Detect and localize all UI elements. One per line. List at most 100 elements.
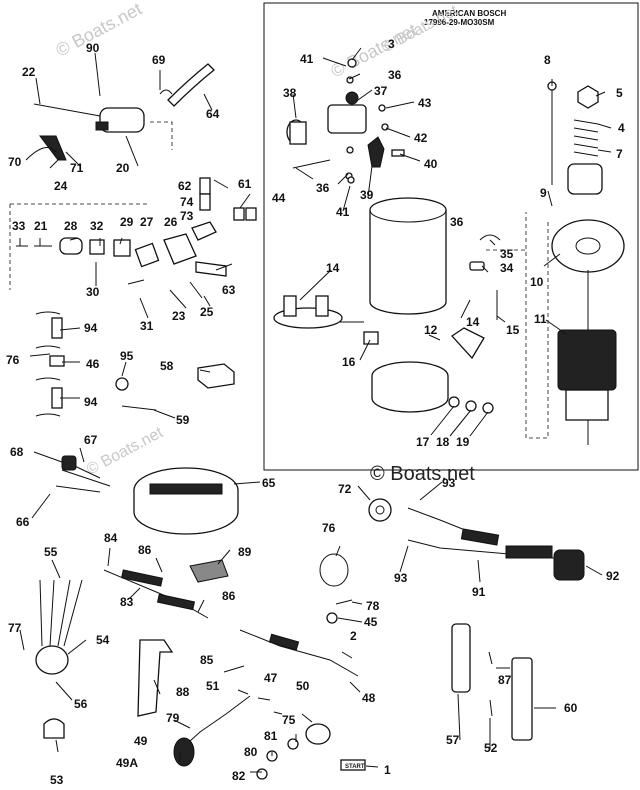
part-number: 75 [282,713,296,727]
part-number: 66 [16,515,30,529]
part-number: 27 [140,215,154,229]
part-number: 82 [232,769,246,783]
part-number: 45 [364,615,378,629]
part-number: 68 [10,445,24,459]
part-number: 54 [96,633,110,647]
part-number: 21 [34,219,48,233]
part-number: 36 [450,215,464,229]
terminal-block-part [451,623,471,693]
part-number: 91 [472,585,486,599]
part-number: 23 [172,309,186,323]
part-number: 55 [44,545,58,559]
starter-group-frame [263,2,639,471]
part-number: 94 [84,321,98,335]
part-number: 80 [244,745,258,759]
part-number: 10 [530,275,544,289]
part-number: 71 [70,161,84,175]
part-number: 31 [140,319,154,333]
part-number: 90 [86,41,100,55]
switch-bracket-part [137,639,174,717]
part-number: 57 [446,733,460,747]
part-number: 35 [500,247,514,261]
part-number: 42 [414,131,428,145]
part-number: 49 [134,734,148,748]
part-number: 79 [166,711,180,725]
part-number: 61 [238,177,252,191]
part-number: 52 [484,741,498,755]
part-number: 28 [64,219,78,233]
drive-end-frame-part [551,219,625,273]
brand-label: AMERICAN BOSCH [432,9,506,18]
part-number: 56 [74,697,88,711]
part-number: 36 [316,181,330,195]
part-number: 59 [176,413,190,427]
start-plate-part [340,759,366,771]
starter-housing-part [369,210,447,315]
shift-lever-part [367,136,385,168]
part-number: 15 [506,323,520,337]
key-switch-part [173,737,195,767]
part-number: 58 [160,359,174,373]
part-number: 60 [564,701,578,715]
hose-part [167,63,215,107]
part-number: 18 [436,435,450,449]
fuel-pump-part [163,233,197,265]
part-number: 1 [384,763,391,777]
part-number: 19 [456,435,470,449]
part-number: 29 [120,215,134,229]
part-number: 49A [116,756,138,770]
part-number: 14 [466,315,480,329]
part-number: 44 [272,191,286,205]
bracket-part [197,363,235,389]
watermark-copyright: © Boats.net [370,463,475,485]
part-number: 65 [262,476,276,490]
part-number: 53 [50,773,64,787]
clamp-part [43,718,65,739]
part-number: 73 [180,209,194,223]
part-number: 51 [206,679,220,693]
part-number: 32 [90,219,104,233]
part-number: 38 [283,86,297,100]
part-number: 63 [222,283,236,297]
part-number: 67 [84,433,98,447]
part-number: 26 [164,215,178,229]
part-number: 14 [326,261,340,275]
part-number: 33 [12,219,26,233]
part-number: 30 [86,285,100,299]
part-number: 46 [86,357,100,371]
part-number: 22 [22,65,36,79]
part-number: 41 [300,52,314,66]
part-number: 85 [200,653,214,667]
part-number: 69 [152,53,166,67]
part-number: 17 [416,435,430,449]
part-number: 24 [54,179,68,193]
armature-part [557,329,617,391]
part-number: 76 [6,353,20,367]
part-number: 94 [84,395,98,409]
part-number: 25 [200,305,214,319]
part-number: 70 [8,155,22,169]
part-number: 20 [116,161,130,175]
part-number: 34 [500,261,514,275]
grommet-part [368,498,392,522]
part-number: 62 [178,179,192,193]
part-number: 89 [238,545,252,559]
part-number: 48 [362,691,376,705]
part-number: 40 [424,157,438,171]
part-number: 36 [388,68,402,82]
part-number: 41 [336,205,350,219]
pinion-gear-part [567,163,603,195]
part-number: 9 [540,186,547,200]
part-number: 12 [424,323,438,337]
part-number: 39 [360,188,374,202]
part-number: 93 [442,476,456,490]
part-number: 3 [388,37,395,51]
part-number: 93 [394,571,408,585]
part-number: 11 [534,312,547,326]
part-number: 88 [176,685,190,699]
part-number: 72 [338,482,352,496]
solenoid-part [327,104,367,134]
part-number: 95 [120,349,134,363]
relay-part [99,107,145,133]
